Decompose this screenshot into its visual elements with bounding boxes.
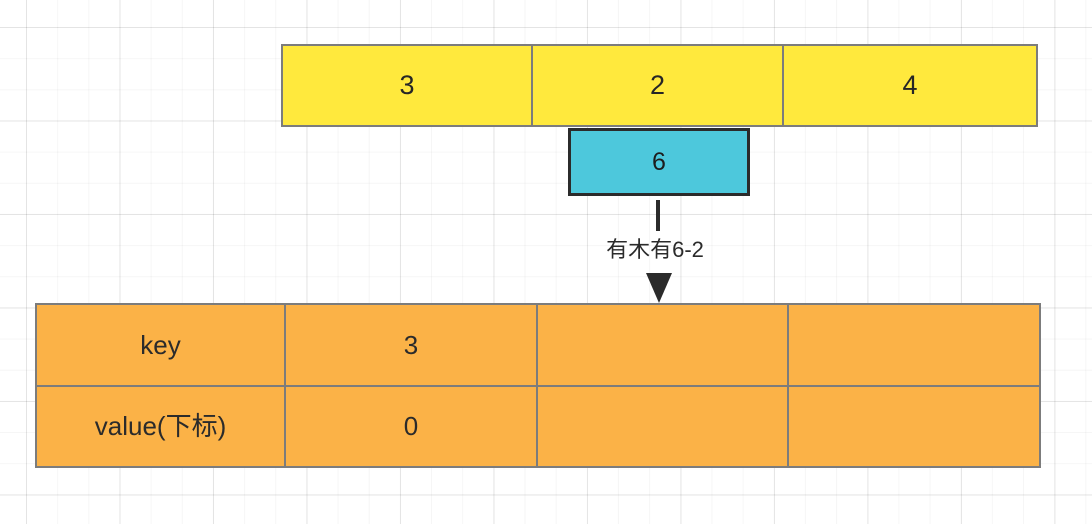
map-key-label: key xyxy=(37,305,286,385)
map-value-cell-0[interactable]: 0 xyxy=(286,386,538,466)
connector-label: 有木有6-2 xyxy=(606,237,704,262)
array-cell-1[interactable]: 2 xyxy=(533,46,784,125)
array-row: 3 2 4 xyxy=(281,44,1038,127)
map-key-cell-2[interactable] xyxy=(789,305,1039,385)
map-value-cell-1[interactable] xyxy=(538,386,789,466)
array-cell-2[interactable]: 4 xyxy=(784,46,1036,125)
arrowhead-down-icon xyxy=(646,273,672,303)
table-row: key 3 xyxy=(37,305,1039,387)
map-table: key 3 value(下标) 0 xyxy=(35,303,1041,468)
connector-line xyxy=(656,200,660,231)
map-key-cell-1[interactable] xyxy=(538,305,789,385)
map-value-cell-2[interactable] xyxy=(789,386,1039,466)
probe-value-box[interactable]: 6 xyxy=(568,128,750,196)
map-key-cell-0[interactable]: 3 xyxy=(286,305,538,385)
table-row: value(下标) 0 xyxy=(37,386,1039,466)
map-value-label: value(下标) xyxy=(37,386,286,466)
array-cell-0[interactable]: 3 xyxy=(283,46,533,125)
